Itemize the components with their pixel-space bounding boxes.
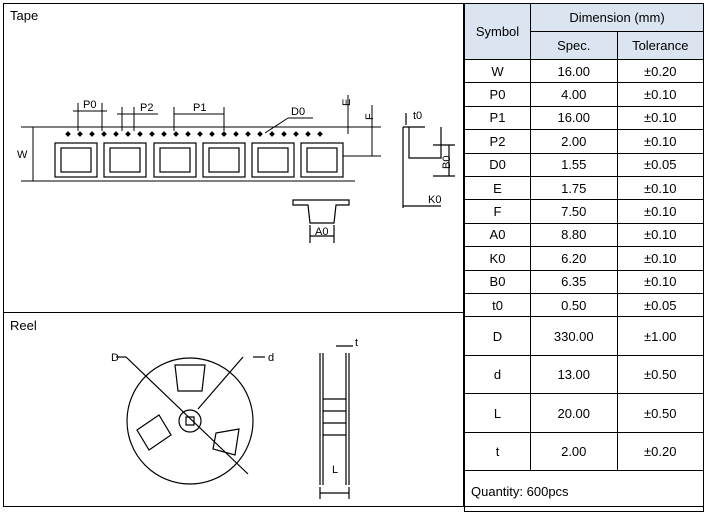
label-w: W (17, 149, 28, 161)
tolerance-cell: ±0.10 (616, 175, 704, 201)
spec-cell: 1.75 (530, 175, 618, 201)
symbol-cell: P0 (464, 82, 531, 107)
spec-cell: 7.50 (530, 199, 618, 224)
spec-cell: 330.00 (530, 316, 618, 356)
tape-panel: Tape (3, 3, 464, 313)
tolerance-header: Tolerance (616, 31, 704, 60)
spec-cell: 13.00 (530, 354, 618, 395)
tolerance-cell: ±0.20 (616, 58, 704, 84)
tolerance-cell: ±0.50 (616, 393, 704, 433)
spec-cell: 6.20 (530, 246, 618, 271)
spec-cell: 0.50 (530, 292, 618, 318)
label-p2: P2 (140, 102, 153, 114)
label-e: E (341, 99, 353, 106)
label-a0: A0 (315, 226, 328, 238)
tolerance-cell: ±0.10 (616, 222, 704, 248)
label-t0: t0 (413, 110, 422, 122)
label-reel-d-inner: d (268, 352, 274, 364)
tolerance-cell: ±0.10 (616, 199, 704, 224)
symbol-cell: B0 (464, 269, 531, 294)
spec-cell: 2.00 (530, 431, 618, 472)
tolerance-cell: ±0.10 (616, 246, 704, 271)
symbol-cell: L (464, 393, 531, 433)
spec-cell: 16.00 (530, 105, 618, 131)
tape-drawing: P0 P2 P1 D0 W E F t0 B0 K0 A0 (17, 95, 455, 243)
symbol-cell: P2 (464, 129, 531, 154)
reel-drawing: D d t L (111, 337, 358, 499)
symbol-cell: E (464, 175, 531, 201)
symbol-cell: P1 (464, 105, 531, 131)
tolerance-cell: ±0.10 (616, 82, 704, 107)
symbol-cell: D0 (464, 152, 531, 177)
spec-cell: 2.00 (530, 129, 618, 154)
tolerance-cell: ±0.50 (616, 354, 704, 395)
spec-cell: 4.00 (530, 82, 618, 107)
symbol-cell: K0 (464, 246, 531, 271)
tape-title: Tape (10, 8, 39, 23)
spec-cell: 8.80 (530, 222, 618, 248)
symbol-cell: F (464, 199, 531, 224)
tolerance-cell: ±0.10 (616, 269, 704, 294)
label-reel-d-outer: D (111, 352, 119, 364)
label-reel-t: t (355, 337, 358, 349)
outer-frame (3, 3, 704, 507)
spec-cell: 6.35 (530, 269, 618, 294)
label-f: F (364, 113, 376, 120)
tolerance-cell: ±0.10 (616, 105, 704, 131)
symbol-cell: d (464, 354, 531, 395)
symbol-cell: D (464, 316, 531, 356)
label-reel-l: L (332, 464, 338, 476)
label-k0: K0 (428, 194, 441, 206)
tolerance-cell: ±1.00 (616, 316, 704, 356)
symbol-header: Symbol (464, 3, 531, 60)
label-p1: P1 (193, 102, 206, 114)
symbol-cell: t0 (464, 292, 531, 318)
spec-cell: 1.55 (530, 152, 618, 177)
label-b0: B0 (441, 156, 453, 169)
label-d0: D0 (291, 106, 305, 118)
reel-title: Reel (10, 318, 37, 333)
symbol-cell: W (464, 58, 531, 84)
spec-header: Spec. (530, 31, 618, 60)
spec-cell: 20.00 (530, 393, 618, 433)
dimension-header: Dimension (mm) (530, 3, 704, 32)
tolerance-cell: ±0.05 (616, 152, 704, 177)
tolerance-cell: ±0.05 (616, 292, 704, 318)
reel-panel: Reel D d (3, 313, 464, 507)
label-p0: P0 (83, 99, 96, 111)
quantity-note: Quantity: 600pcs (464, 470, 704, 512)
spec-cell: 16.00 (530, 58, 618, 84)
symbol-cell: t (464, 431, 531, 472)
tolerance-cell: ±0.20 (616, 431, 704, 472)
tolerance-cell: ±0.10 (616, 129, 704, 154)
symbol-cell: A0 (464, 222, 531, 248)
